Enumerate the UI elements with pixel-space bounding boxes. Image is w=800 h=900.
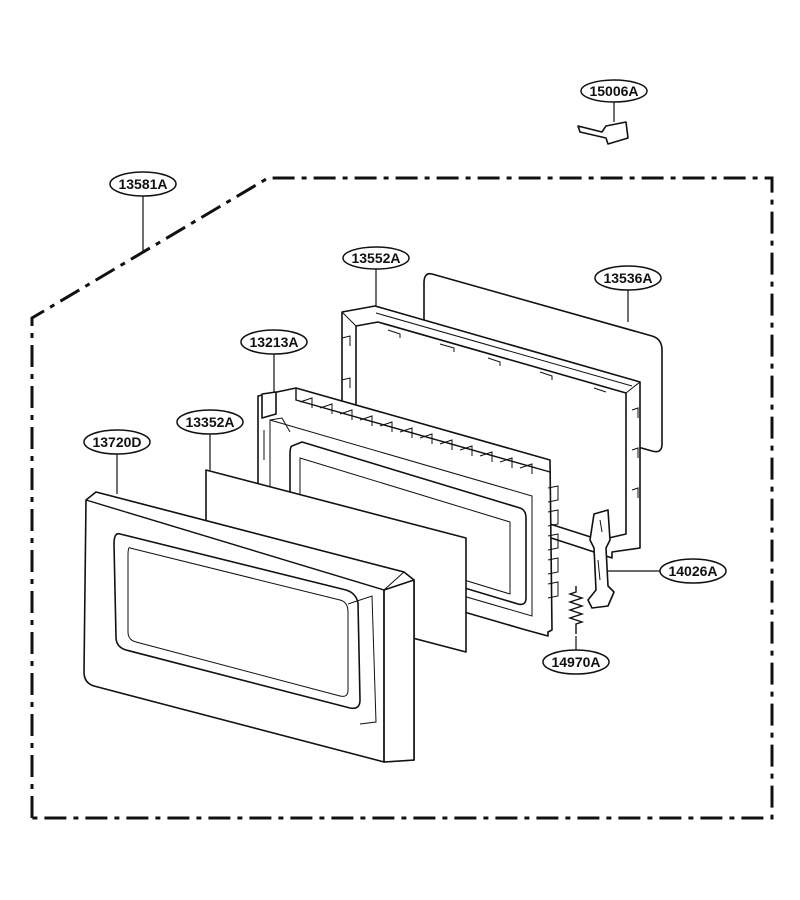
callout-label: 13581A — [118, 176, 167, 192]
part-spring — [567, 586, 585, 634]
callout-14026A: 14026A — [659, 558, 727, 584]
callout-label: 15006A — [589, 83, 638, 99]
part-outer-door — [83, 491, 415, 763]
part-bracket — [577, 121, 629, 145]
callout-label: 13352A — [185, 414, 234, 430]
callout-label: 14026A — [668, 563, 717, 579]
callout-13213A: 13213A — [240, 329, 308, 355]
callout-label: 13536A — [603, 270, 652, 286]
callout-13581A: 13581A — [109, 171, 177, 197]
callout-13536A: 13536A — [594, 265, 662, 291]
callout-13552A: 13552A — [342, 246, 410, 270]
callout-label: 13213A — [249, 334, 298, 350]
callout-13352A: 13352A — [176, 409, 244, 435]
callout-label: 14970A — [551, 654, 600, 670]
part-latch-lever — [587, 509, 615, 609]
callout-13720D: 13720D — [83, 429, 151, 455]
callout-label: 13720D — [92, 434, 141, 450]
callout-label: 13552A — [351, 250, 400, 266]
callout-14970A: 14970A — [542, 649, 610, 675]
assembly-boundary — [30, 176, 774, 820]
callout-15006A: 15006A — [580, 79, 648, 103]
